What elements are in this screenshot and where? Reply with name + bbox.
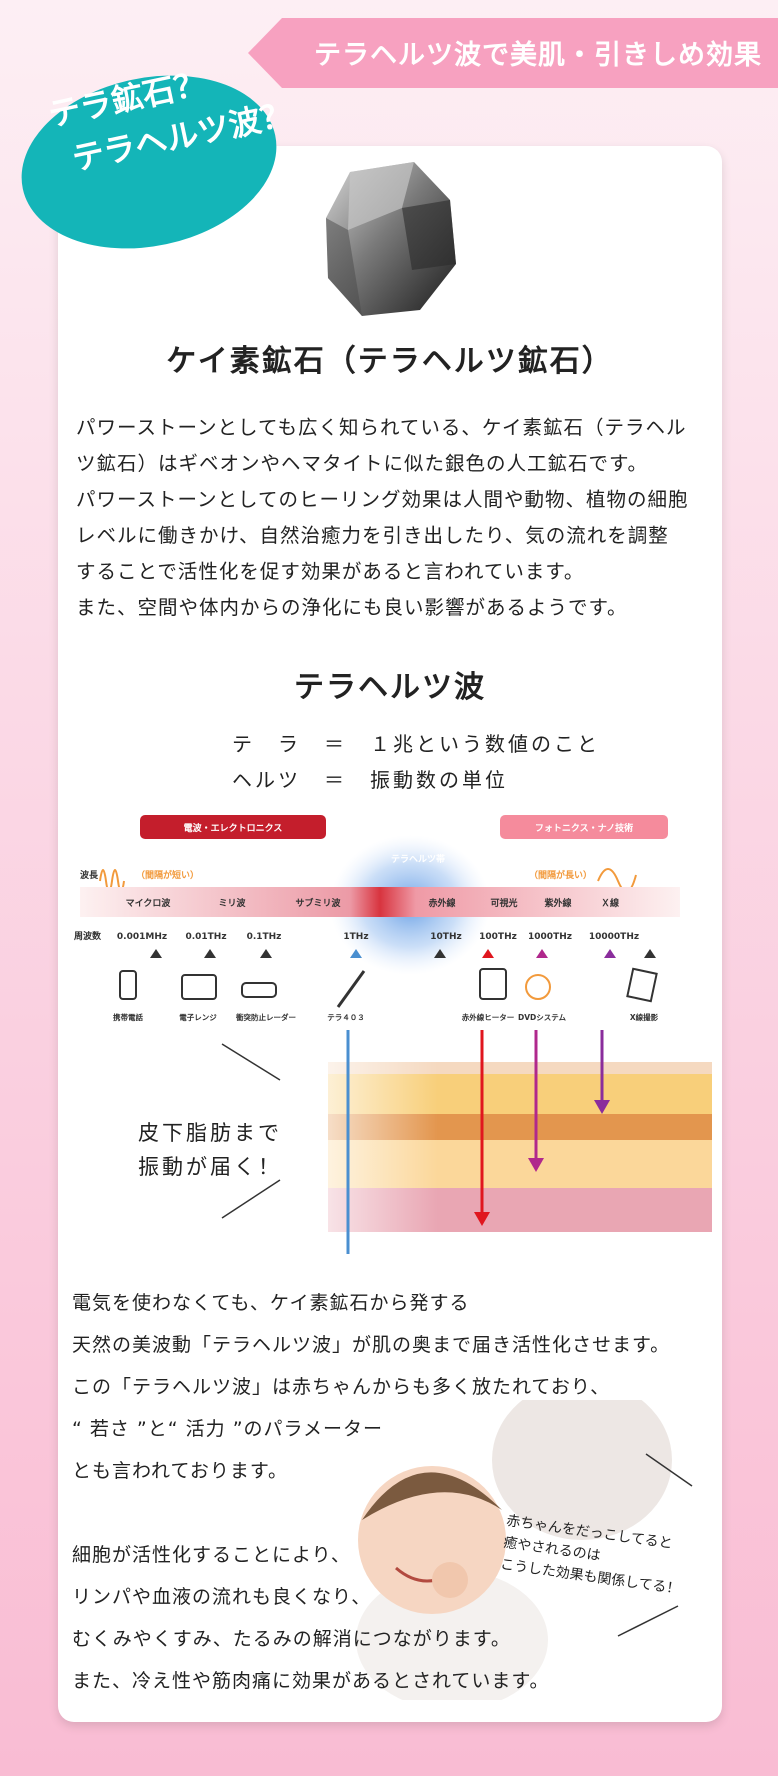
section3-line: 細胞が活性化することにより、 [72,1544,351,1566]
section1-line: また、空間や体内からの浄化にも良い影響があるようです。 [76,596,628,619]
note-pointer-top [645,1453,693,1487]
freq-marker-uv [604,949,616,958]
device-label: 衝突防止レーダー [235,1012,296,1022]
section3-line: とも言われております。 [72,1460,289,1482]
adult-shoulder [492,1400,672,1540]
section3-line: 天然の美波動「テラヘルツ波」が肌の奥まで届き活性化させます。 [72,1334,671,1356]
section3-line: むくみやくすみ、たるみの解消につながります。 [72,1628,511,1650]
terahertz-band-label: テラヘルツ帯 [391,853,445,865]
radio-band-box [140,815,326,839]
uv-arrowhead [594,1100,610,1114]
freq-marker [260,949,272,958]
section1-line: パワーストーンとしても広く知られている、ケイ素鉱石（テラヘル [76,416,687,439]
freq-marker [150,949,162,958]
section3-line: また、冷え性や筋肉痛に効果があるとされています。 [72,1670,550,1692]
infrared-heater-icon [479,968,507,1000]
freq-tick: 10THz [430,932,461,942]
device-label: 赤外線ヒーター [462,1012,515,1022]
section3-line: この「テラヘルツ波」は赤ちゃんからも多く放たれており、 [72,1376,611,1398]
freq-marker [434,949,446,958]
photonics-band-label: フォトニクス・ナノ技術 [535,822,633,834]
definition-tera: テ ラ ＝ １兆という数値のこと [232,732,600,756]
short-interval-note: （間隔が短い） [136,869,199,881]
freq-marker-infrared [482,949,494,958]
freq-tick: 1THz [343,932,368,942]
freq-marker-terahertz [350,949,362,958]
device-label: テラ４０３ [327,1013,365,1022]
wave-label: サブミリ波 [295,897,341,909]
mobile-phone-icon [119,970,137,1000]
car-radar-icon [241,982,277,998]
tera403-device-icon [336,970,366,1008]
freq-marker [204,949,216,958]
device-label: 電子レンジ [179,1012,217,1022]
visible-arrowhead [528,1158,544,1172]
banner-title: テラヘルツ波で美肌・引きしめ効果 [314,40,762,71]
skin-label-line-2: 振動が届く！ [138,1155,282,1179]
freq-marker [644,949,656,958]
section1-line: ツ鉱石）はギベオンやヘマタイトに似た銀色の人工鉱石です。 [76,452,649,475]
section2-title: テラヘルツ波 [294,670,486,705]
freq-marker-visible [536,949,548,958]
section3-line: 電気を使わなくても、ケイ素鉱石から発する [72,1292,470,1314]
section3-line: リンパや血液の流れも良くなり、 [72,1586,372,1608]
wave-label: マイクロ波 [126,897,172,909]
spectrum-diagram: 電波・エレクトロニクス フォトニクス・ナノ技術 テラヘルツ帯 波長 （間隔が短い… [74,815,680,1022]
skin-layer-diagram [221,1030,712,1254]
wave-bar [80,887,680,917]
section3-body: 電気を使わなくても、ケイ素鉱石から発する 天然の美波動「テラヘルツ波」が肌の奥ま… [72,1282,670,1702]
baby-face [358,1466,506,1614]
header-banner: テラヘルツ波で美肌・引きしめ効果 [248,18,778,88]
section1-line: レベルに働きかけ、自然治癒力を引き出したり、気の流れを調整 [76,524,669,547]
skin-label-line-1: 皮下脂肪まで [138,1121,282,1145]
device-label: 携帯電話 [113,1012,143,1022]
baby-hand [432,1562,468,1598]
wave-label: 可視光 [490,897,517,909]
dvd-disc-icon [525,974,551,1000]
infrared-arrowhead [474,1212,490,1226]
note-pointer-bottom [617,1605,679,1637]
freq-tick: 0.1THz [247,932,282,942]
microwave-icon [181,974,217,1000]
radio-band-label: 電波・エレクトロニクス [184,822,283,834]
wave-label: Ｘ線 [601,897,619,909]
frequency-label: 周波数 [74,930,102,942]
definitions: テ ラ ＝ １兆という数値のこと ヘルツ ＝ 振動数の単位 [232,726,600,798]
section1-title: ケイ素鉱石（テラヘルツ鉱石） [166,344,614,379]
wave-label: 紫外線 [544,897,571,909]
wavelength-label: 波長 [80,869,99,881]
skin-label: 皮下脂肪まで 振動が届く！ [138,1116,282,1184]
definition-hertz: ヘルツ ＝ 振動数の単位 [232,768,508,792]
device-label: X線撮影 [630,1012,659,1022]
baby-photo [356,1400,672,1700]
baby-hair [362,1472,502,1520]
pointer-line-bottom [221,1179,281,1219]
silicon-stone-image [326,162,456,316]
freq-tick: 10000THz [589,932,639,942]
freq-tick: 0.01THz [185,932,226,942]
pointer-line-top [221,1043,281,1081]
freq-tick: 1000THz [528,932,572,942]
long-interval-note: （間隔が長い） [529,869,592,881]
xray-film-icon [626,967,658,1003]
wave-label: ミリ波 [218,897,246,909]
section1-body: パワーストーンとしても広く知られている、ケイ素鉱石（テラヘル ツ鉱石）はギベオン… [76,410,716,626]
photonics-band-box [500,815,668,839]
freq-tick: 100THz [479,932,517,942]
fade-overlay [278,1058,438,1238]
section1-line: パワーストーンとしてのヒーリング効果は人間や動物、植物の細胞 [76,488,689,511]
section1-line: することで活性化を促す効果があると言われています。 [76,560,585,583]
section3-line: “ 若さ ”と“ 活力 ”のパラメーター [72,1418,383,1440]
wave-label: 赤外線 [428,897,455,909]
freq-tick: 0.001MHz [117,932,167,942]
device-label: DVDシステム [518,1013,567,1022]
